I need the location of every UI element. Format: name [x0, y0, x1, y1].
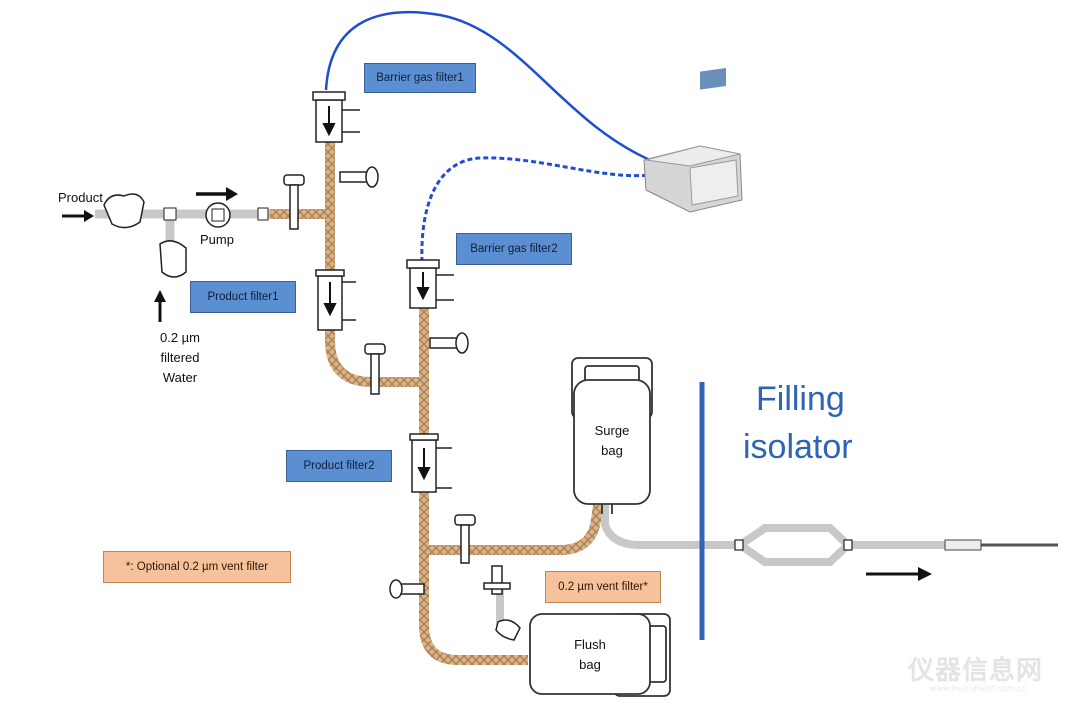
barrier-gas-filter-2-label: Barrier gas filter2 [456, 233, 572, 265]
optional-vent-note: *: Optional 0.2 µm vent filter [103, 551, 291, 583]
flush-bag-label-line1: Flush [574, 637, 606, 652]
watermark-text: 仪器信息网 [908, 656, 1044, 686]
t-connector [163, 207, 177, 221]
surge-bag [571, 357, 653, 514]
barrier-gas-filter-1-label: Barrier gas filter1 [364, 63, 476, 93]
filter-flow-arrows [322, 106, 431, 481]
water-label-line3: Water [162, 370, 198, 385]
surge-bag-label-line2: bag [601, 443, 623, 458]
product-label: Product [58, 190, 103, 205]
product-filter-1-label: Product filter1 [190, 281, 296, 313]
pump-symbol [205, 202, 231, 228]
valves [283, 166, 521, 641]
barrier-gas-line-2 [420, 156, 653, 263]
needle-connector [944, 539, 982, 551]
filling-isolator-line1: Filling [756, 380, 845, 418]
barrier-gas-line-1 [324, 11, 651, 162]
flush-bag [529, 613, 671, 697]
filling-isolator-line2: isolator [743, 428, 853, 466]
manifold-connectors [734, 539, 853, 551]
water-label-line1: 0.2 µm [159, 330, 200, 345]
outlet-tubing [496, 505, 945, 625]
vent-filter-label: 0.2 µm vent filter* [545, 571, 661, 603]
inlet-clamp [103, 193, 187, 278]
pump-label: Pump [200, 232, 234, 247]
surge-bag-label-line1: Surge [594, 423, 630, 438]
water-label-line2: filtered [160, 350, 200, 365]
watermark-url: www.instrument.com.cn [930, 684, 1027, 693]
flush-bag-label-line2: bag [579, 657, 601, 672]
integrity-tester-device [643, 67, 743, 213]
product-filter-2-label: Product filter2 [286, 450, 392, 482]
braided-tubing [270, 120, 603, 665]
